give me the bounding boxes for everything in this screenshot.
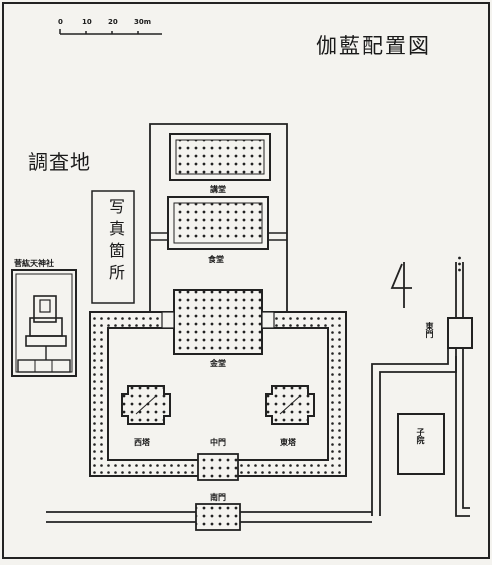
middle-gate-building [197, 453, 239, 481]
lecture-hall-building [169, 133, 271, 181]
south-gate-building [195, 503, 241, 531]
map-border [2, 2, 490, 559]
north-enclosure [149, 123, 288, 318]
lecture-hall-label: 講堂 [210, 184, 226, 194]
subtemple-label: 子院 [416, 428, 426, 444]
dining-hall-building [150, 196, 287, 250]
shrine-label: 菅紘天神社 [14, 258, 54, 268]
east-road-dots [458, 256, 461, 272]
map-title: 伽藍配置図 [316, 34, 431, 58]
east-pagoda-building [265, 385, 315, 425]
east-road [371, 262, 470, 517]
east-gate-label: 東門 [425, 322, 435, 338]
south-road [46, 511, 372, 523]
photo-area-label: 写真箇所 [106, 198, 125, 286]
dining-hall-label: 食堂 [208, 254, 224, 264]
shrine-building [11, 269, 77, 377]
south-gate-label: 南門 [210, 492, 226, 502]
east-pagoda-label: 東塔 [280, 437, 296, 447]
scale-bar [59, 29, 162, 35]
photo-area-box [91, 190, 135, 304]
middle-gate-label: 中門 [210, 437, 226, 447]
scale-label-10: 10 [82, 18, 92, 26]
west-pagoda-building [121, 385, 171, 425]
west-pagoda-label: 西塔 [134, 437, 150, 447]
scale-label-20: 20 [108, 18, 118, 26]
east-gate-building [447, 317, 473, 349]
scale-label-0: 0 [58, 18, 63, 26]
north-arrow-icon [390, 262, 412, 308]
scale-label-30m: 30m [134, 18, 152, 26]
site-label: 調査地 [28, 150, 91, 174]
subtemple-building [397, 413, 445, 475]
golden-hall-label: 金堂 [210, 358, 226, 368]
golden-hall-building [161, 289, 275, 355]
